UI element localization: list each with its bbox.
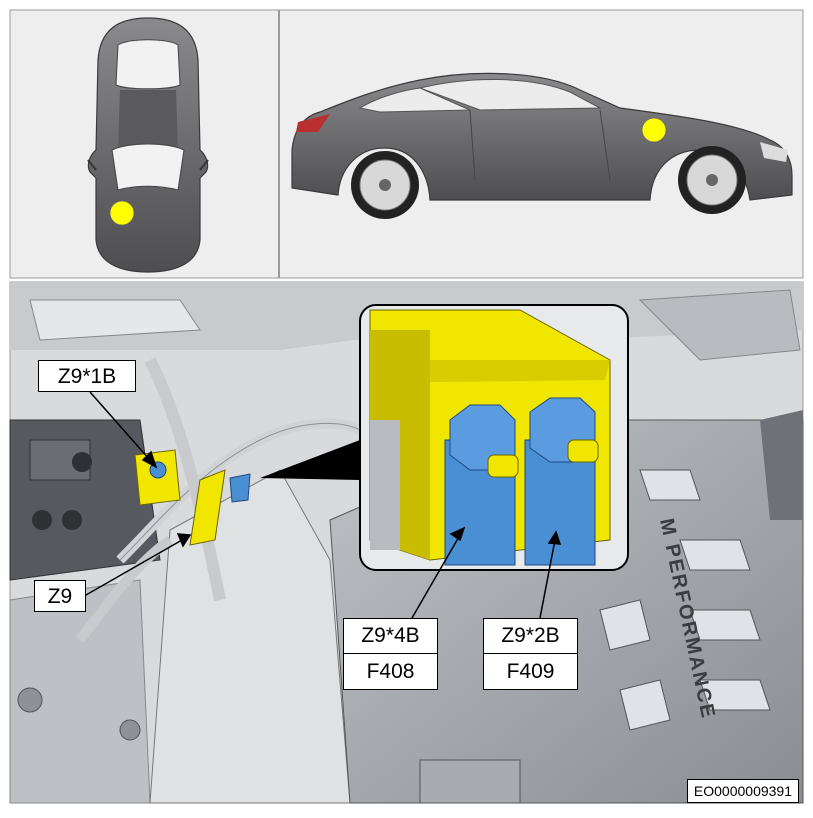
- car-top-view: [87, 17, 209, 273]
- location-marker-side: [641, 117, 667, 143]
- callout-z9: Z9: [34, 580, 86, 612]
- callout-f409: Z9*2B F409: [483, 618, 578, 690]
- document-id: EO0000009391: [686, 779, 799, 803]
- callout-f408: Z9*4B F408: [343, 618, 438, 690]
- callout-z9-4b-label: Z9*4B: [344, 619, 437, 654]
- z9-distributor: [189, 469, 226, 546]
- callout-z9-2b-label: Z9*2B: [484, 619, 577, 654]
- callout-f409-label: F409: [506, 659, 555, 683]
- car-side-view: [291, 72, 793, 219]
- inset-detail: [359, 304, 629, 571]
- callout-z9-1b: Z9*1B: [38, 360, 136, 392]
- callout-f408-label: F408: [366, 659, 415, 683]
- location-marker-top: [109, 200, 135, 226]
